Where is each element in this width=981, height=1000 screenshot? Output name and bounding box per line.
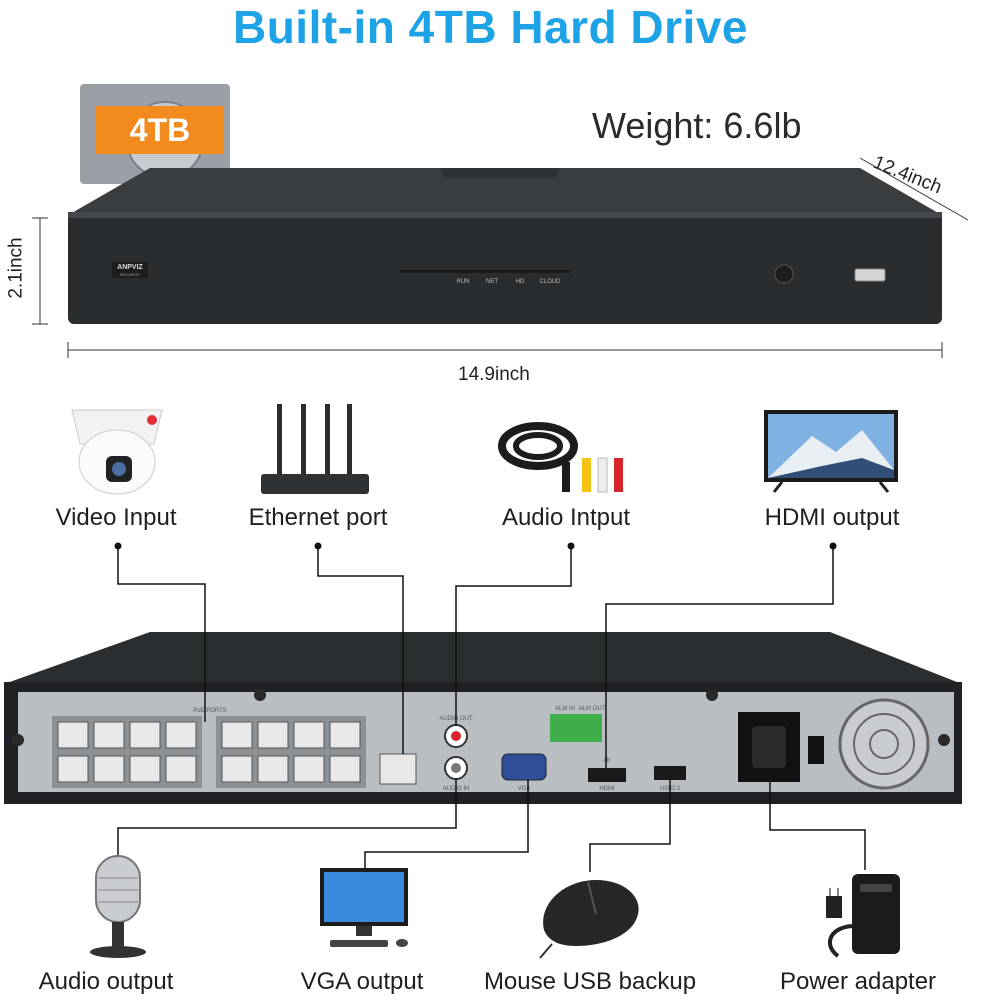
brand-logo: ANPVIZ [117, 264, 143, 271]
router-icon [261, 404, 369, 494]
svg-text:NET: NET [486, 279, 498, 285]
weight-label: Weight: 6.6lb [592, 105, 802, 146]
nvr-front-illustration: 4TB ANPVIZ SECURITY RUN NET HD CLOUD [32, 84, 969, 358]
fan-icon [838, 698, 930, 790]
hdd-badge [96, 106, 224, 154]
nvr-top-surface [70, 168, 940, 214]
connector-lines-top [117, 548, 834, 768]
hdmi-port-icon [588, 768, 626, 782]
tv-icon [764, 410, 898, 493]
alarm-terminal-icon [550, 714, 602, 742]
svg-text:HDMI: HDMI [599, 786, 615, 792]
label-hdmi-output: HDMI output [764, 504, 900, 531]
svg-text:VGA: VGA [518, 786, 531, 792]
front-usb-port-icon [854, 268, 886, 282]
power-adapter-icon [826, 874, 900, 958]
svg-text:SECURITY: SECURITY [120, 272, 141, 277]
label-vga-output: VGA output [300, 968, 424, 995]
hdd-badge-text: 4TB [130, 112, 190, 148]
front-led-labels: RUN NET HD CLOUD [457, 279, 562, 285]
svg-text:RUN: RUN [457, 279, 470, 285]
label-mouse-usb-backup: Mouse USB backup [483, 968, 697, 995]
svg-text:ALM OUT: ALM OUT [579, 706, 606, 712]
monitor-icon [320, 868, 408, 947]
connector-lines-bottom [117, 778, 866, 880]
svg-text:4K: 4K [603, 758, 610, 764]
power-switch-icon [808, 736, 824, 764]
dimension-height: 2.1inch [5, 237, 27, 299]
poe-ports-icon [52, 716, 366, 788]
svg-text:ALM IN: ALM IN [555, 706, 575, 712]
label-power-adapter: Power adapter [779, 968, 937, 995]
svg-text:CLOUD: CLOUD [539, 279, 561, 285]
ethernet-port-icon [379, 753, 417, 785]
nvr-rear-illustration: PoE PORTS AUDIO OUT AUDIO IN VGA ALM IN … [4, 542, 962, 880]
power-button-icon [774, 264, 794, 284]
nvr-front [68, 212, 942, 324]
av-cable-icon [498, 422, 623, 493]
dome-camera-icon [71, 409, 163, 495]
label-audio-output: Audio output [38, 968, 174, 995]
svg-text:PoE PORTS: PoE PORTS [193, 708, 227, 714]
usb-port-icon [654, 766, 686, 780]
mouse-icon [539, 880, 639, 959]
microphone-icon [90, 855, 146, 958]
dimension-width: 14.9inch [458, 364, 530, 385]
label-audio-input: Audio Intput [501, 504, 631, 531]
vga-port-icon [501, 753, 547, 781]
nvr-rear-top [4, 632, 962, 684]
label-ethernet-port: Ethernet port [248, 504, 388, 531]
svg-text:HD: HD [516, 279, 525, 285]
page-title: Built-in 4TB Hard Drive [232, 1, 748, 53]
label-video-input: Video Input [55, 504, 177, 531]
